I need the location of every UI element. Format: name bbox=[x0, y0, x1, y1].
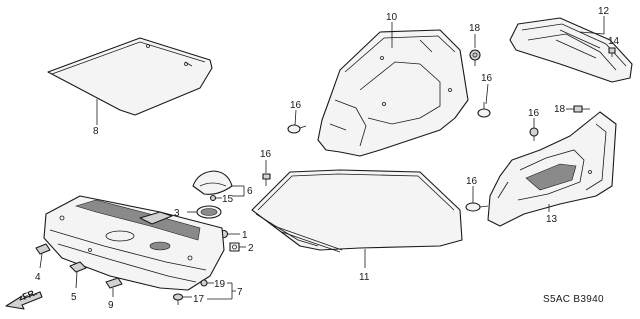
callout-16-right: 16 bbox=[528, 108, 540, 119]
callout-labels: 8 10 18 12 14 16 16 18 16 16 16 6 15 3 1… bbox=[35, 6, 620, 311]
screw-clip-right bbox=[573, 105, 590, 113]
trunk-floor-mat bbox=[251, 169, 463, 253]
grommet-clip-upper bbox=[469, 49, 481, 66]
callout-17: 17 bbox=[193, 294, 205, 305]
callout-9: 9 bbox=[108, 300, 114, 311]
dome-light-cover bbox=[192, 170, 233, 195]
callout-15: 15 bbox=[222, 194, 234, 205]
callout-7: 7 bbox=[237, 287, 243, 298]
callout-14: 14 bbox=[608, 36, 620, 47]
callout-19: 19 bbox=[214, 279, 226, 290]
callout-16-center: 16 bbox=[290, 100, 302, 111]
rear-panel-lining bbox=[509, 17, 633, 83]
clip-part-14 bbox=[608, 47, 616, 57]
callout-12: 12 bbox=[598, 6, 610, 17]
screw-part-15 bbox=[209, 194, 217, 202]
callout-16-right-lower: 16 bbox=[466, 176, 478, 187]
bracket-part-9 bbox=[105, 277, 123, 289]
rivet-clip-17 bbox=[172, 293, 184, 305]
callout-5: 5 bbox=[71, 292, 77, 303]
callout-11: 11 bbox=[359, 272, 370, 283]
callout-18-right: 18 bbox=[554, 104, 566, 115]
callout-16-upper: 16 bbox=[481, 73, 493, 84]
clip-part-19 bbox=[200, 279, 208, 287]
rear-tray-mat bbox=[47, 37, 213, 116]
trunk-side-lining-left bbox=[317, 29, 469, 157]
diagram-code: S5AC B3940 bbox=[543, 294, 604, 305]
callout-8: 8 bbox=[93, 126, 99, 137]
tree-clip-16-lower bbox=[262, 173, 271, 186]
push-clip-16-right-lower bbox=[465, 202, 489, 212]
push-clip-16-center bbox=[287, 124, 307, 134]
bracket-part-5 bbox=[69, 261, 87, 273]
push-clip-16-upper bbox=[477, 102, 491, 118]
front-direction-arrow bbox=[5, 291, 43, 310]
push-clip-16-right bbox=[529, 127, 539, 141]
callout-10: 10 bbox=[386, 12, 398, 23]
callout-4: 4 bbox=[35, 272, 41, 283]
callout-18-upper: 18 bbox=[469, 23, 481, 34]
callout-2: 2 bbox=[248, 243, 254, 254]
speaker-grille bbox=[196, 205, 222, 219]
callout-3: 3 bbox=[174, 208, 180, 219]
callout-13: 13 bbox=[546, 214, 558, 225]
clip-part-2 bbox=[229, 242, 240, 252]
callout-6: 6 bbox=[247, 186, 253, 197]
trunk-side-lining-right bbox=[487, 111, 617, 227]
rear-shelf-panel bbox=[43, 195, 225, 291]
callout-1: 1 bbox=[242, 230, 248, 241]
callout-16-lower: 16 bbox=[260, 149, 272, 160]
bracket-part-4 bbox=[35, 243, 51, 255]
